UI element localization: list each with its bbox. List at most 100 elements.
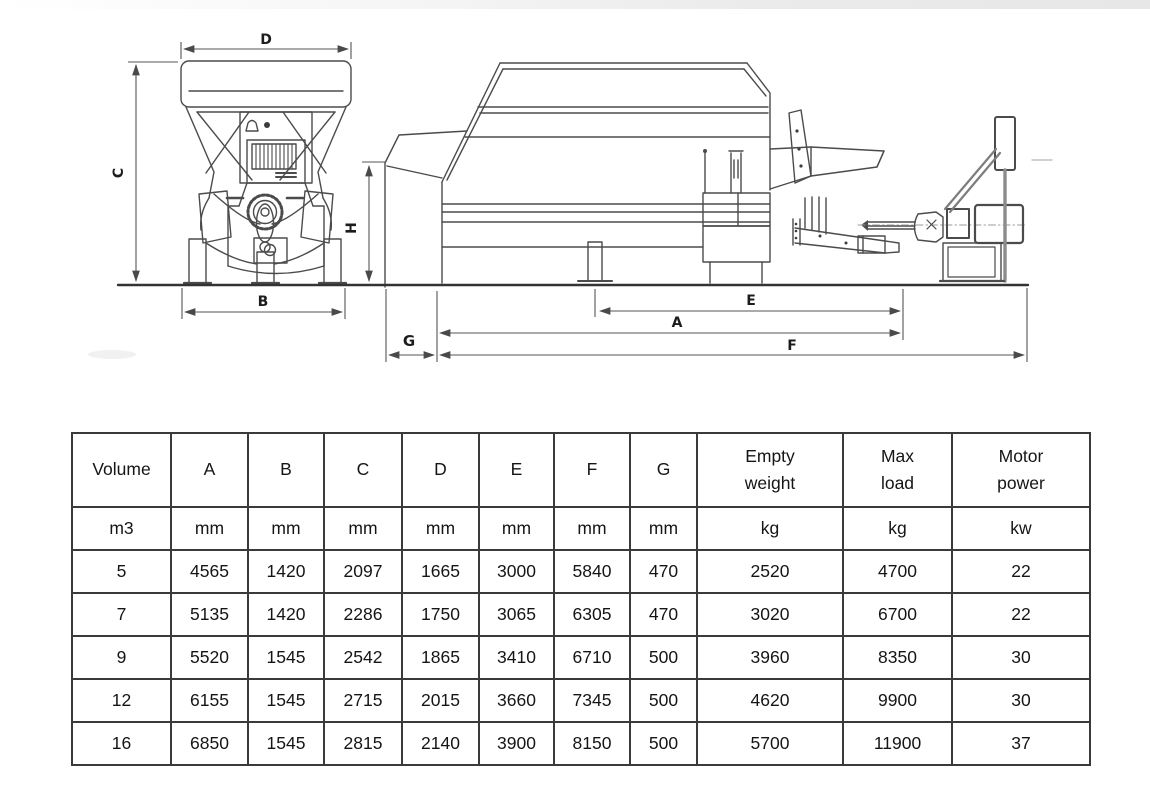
data-cell: 30 xyxy=(951,678,1091,723)
unit-cell-text: kg xyxy=(760,518,780,538)
unit-cell: kg xyxy=(696,506,844,551)
data-cell: 2015 xyxy=(401,678,480,723)
unit-cell-text: mm xyxy=(425,518,456,538)
data-cell: 3410 xyxy=(478,635,555,680)
data-cell: 5840 xyxy=(553,549,631,594)
column-header-text: Max load xyxy=(880,445,915,493)
data-cell-text: 2140 xyxy=(421,733,460,753)
data-cell-text: 7345 xyxy=(572,690,612,710)
data-cell-text: 1865 xyxy=(421,647,460,667)
data-cell: 4565 xyxy=(170,549,249,594)
data-cell: 500 xyxy=(629,635,698,680)
data-cell-text: 16 xyxy=(111,733,132,753)
side-view-drawing xyxy=(116,62,1053,288)
data-cell-text: 1545 xyxy=(266,733,306,753)
data-cell-text: 6710 xyxy=(572,647,612,667)
unit-cell-text: mm xyxy=(271,518,301,538)
data-cell: 2815 xyxy=(323,721,403,766)
data-cell-text: 500 xyxy=(648,690,679,710)
data-cell-text: 22 xyxy=(1011,561,1031,581)
data-cell: 22 xyxy=(951,549,1091,594)
data-cell: 16 xyxy=(71,721,172,766)
data-cell-text: 5520 xyxy=(190,647,229,667)
data-cell-text: 3960 xyxy=(750,647,790,667)
data-cell: 3000 xyxy=(478,549,555,594)
data-cell-text: 6700 xyxy=(878,604,917,624)
data-cell-text: 5700 xyxy=(750,733,790,753)
column-header-text: E xyxy=(510,459,523,480)
data-cell: 30 xyxy=(951,635,1091,680)
data-cell: 470 xyxy=(629,592,698,637)
data-cell: 2520 xyxy=(696,549,844,594)
column-header: A xyxy=(170,432,249,508)
unit-cell-text: m3 xyxy=(109,518,134,538)
data-cell-text: 8150 xyxy=(572,733,612,753)
data-cell: 9900 xyxy=(842,678,953,723)
data-cell-text: 470 xyxy=(648,561,679,581)
data-cell: 1750 xyxy=(401,592,480,637)
unit-cell: mm xyxy=(629,506,698,551)
data-cell-text: 22 xyxy=(1011,604,1031,624)
unit-cell-text: mm xyxy=(348,518,378,538)
column-header: E xyxy=(478,432,555,508)
data-cell-text: 5840 xyxy=(572,561,612,581)
data-cell-text: 1750 xyxy=(421,604,460,624)
data-cell-text: 7 xyxy=(116,604,127,624)
data-cell-text: 3000 xyxy=(497,561,536,581)
data-cell-text: 9 xyxy=(116,647,127,667)
data-cell-text: 2815 xyxy=(343,733,383,753)
unit-cell-text: mm xyxy=(577,518,607,538)
data-cell-text: 1545 xyxy=(266,647,306,667)
data-cell-text: 500 xyxy=(648,647,679,667)
column-header: C xyxy=(323,432,403,508)
unit-cell: mm xyxy=(478,506,555,551)
data-cell: 3020 xyxy=(696,592,844,637)
column-header-text: Empty weight xyxy=(744,445,796,493)
data-cell: 6850 xyxy=(170,721,249,766)
column-header: Volume xyxy=(71,432,172,508)
data-cell: 11900 xyxy=(842,721,953,766)
dim-label-h: H xyxy=(344,222,360,234)
column-header: G xyxy=(629,432,698,508)
data-cell: 6710 xyxy=(553,635,631,680)
data-cell-text: 4620 xyxy=(750,690,790,710)
data-cell: 2542 xyxy=(323,635,403,680)
data-cell: 8150 xyxy=(553,721,631,766)
column-header: D xyxy=(401,432,480,508)
unit-cell-text: mm xyxy=(648,518,679,538)
unit-cell-text: kw xyxy=(1010,518,1032,538)
data-cell: 1545 xyxy=(247,721,325,766)
data-cell-text: 3660 xyxy=(497,690,536,710)
data-cell: 4700 xyxy=(842,549,953,594)
data-cell: 8350 xyxy=(842,635,953,680)
data-cell-text: 6850 xyxy=(190,733,229,753)
data-cell: 1665 xyxy=(401,549,480,594)
data-cell-text: 2015 xyxy=(421,690,460,710)
column-header-text: A xyxy=(203,459,216,480)
unit-cell-text: mm xyxy=(501,518,532,538)
data-cell: 1420 xyxy=(247,592,325,637)
dim-label-a: A xyxy=(672,315,683,331)
dim-label-d: D xyxy=(260,32,272,48)
data-cell: 5135 xyxy=(170,592,249,637)
data-cell: 2140 xyxy=(401,721,480,766)
data-cell: 500 xyxy=(629,721,698,766)
data-cell-text: 11900 xyxy=(873,733,922,753)
data-cell-text: 2286 xyxy=(343,604,383,624)
data-cell: 37 xyxy=(951,721,1091,766)
data-cell: 1545 xyxy=(247,678,325,723)
data-cell: 5520 xyxy=(170,635,249,680)
data-cell: 470 xyxy=(629,549,698,594)
data-cell-text: 30 xyxy=(1011,647,1031,667)
data-cell: 22 xyxy=(951,592,1091,637)
data-cell-text: 4700 xyxy=(878,561,917,581)
column-header-text: B xyxy=(280,459,292,480)
data-cell-text: 2542 xyxy=(343,647,383,667)
data-cell: 7345 xyxy=(553,678,631,723)
